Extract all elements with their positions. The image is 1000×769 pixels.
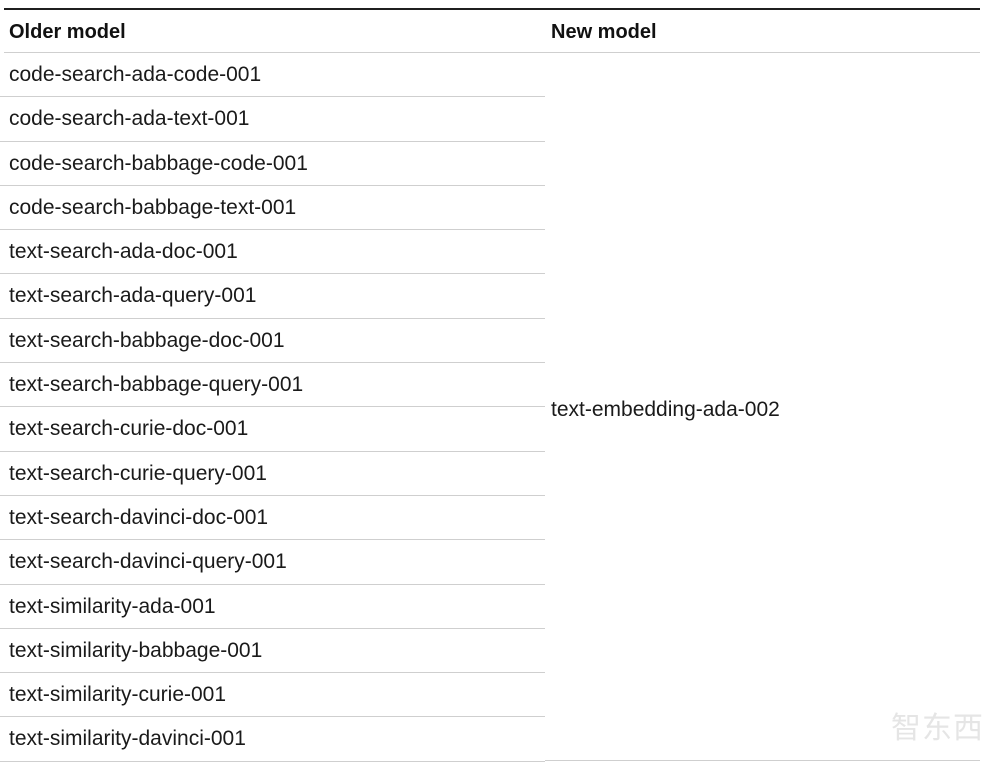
header-older-model: Older model <box>9 21 126 43</box>
table-row: text-search-ada-query-001 <box>0 274 545 319</box>
table-row: text-similarity-davinci-001 <box>0 717 545 762</box>
header-divider <box>4 52 980 53</box>
older-model-cell: text-search-curie-doc-001 <box>9 417 249 441</box>
table-row: text-similarity-ada-001 <box>0 585 545 629</box>
older-model-cell: text-search-babbage-query-001 <box>9 373 304 397</box>
table-row: code-search-ada-code-001 <box>0 53 545 98</box>
table-row: text-search-babbage-query-001 <box>0 363 545 408</box>
table-row: code-search-babbage-text-001 <box>0 186 545 231</box>
older-model-cell: text-search-ada-doc-001 <box>9 240 238 264</box>
table-row: text-search-davinci-query-001 <box>0 540 545 585</box>
older-model-cell: code-search-babbage-code-001 <box>9 151 308 175</box>
table-row: text-search-davinci-doc-001 <box>0 496 545 541</box>
table-row: text-similarity-curie-001 <box>0 673 545 718</box>
table-row: code-search-babbage-code-001 <box>0 142 545 186</box>
older-model-cell: text-similarity-davinci-001 <box>9 727 246 751</box>
older-model-list: code-search-ada-code-001 code-search-ada… <box>0 53 545 762</box>
table-row: text-search-ada-doc-001 <box>0 230 545 275</box>
older-model-cell: text-similarity-babbage-001 <box>9 638 263 662</box>
new-model-bottom-rule <box>545 760 980 761</box>
older-model-cell: text-search-babbage-doc-001 <box>9 328 285 352</box>
watermark-logo: 智东西 <box>891 711 984 746</box>
new-model-cell: text-embedding-ada-002 <box>551 398 780 421</box>
older-model-cell: text-similarity-curie-001 <box>9 683 227 707</box>
older-model-cell: code-search-babbage-text-001 <box>9 195 297 219</box>
header-new-model: New model <box>551 21 657 43</box>
table-row: text-similarity-babbage-001 <box>0 629 545 674</box>
older-model-cell: text-search-davinci-doc-001 <box>9 505 269 529</box>
older-model-cell: text-search-davinci-query-001 <box>9 550 287 574</box>
older-model-cell: text-similarity-ada-001 <box>9 594 216 618</box>
table-row: text-search-babbage-doc-001 <box>0 319 545 364</box>
older-model-cell: code-search-ada-text-001 <box>9 107 250 131</box>
table-header-row: Older model New model <box>0 10 1000 52</box>
table-top-rule <box>4 8 980 10</box>
older-model-cell: text-search-ada-query-001 <box>9 284 257 308</box>
older-model-cell: text-search-curie-query-001 <box>9 461 267 485</box>
older-model-cell: code-search-ada-code-001 <box>9 63 262 86</box>
table-row: code-search-ada-text-001 <box>0 97 545 142</box>
table-row: text-search-curie-doc-001 <box>0 407 545 452</box>
table-row: text-search-curie-query-001 <box>0 452 545 496</box>
